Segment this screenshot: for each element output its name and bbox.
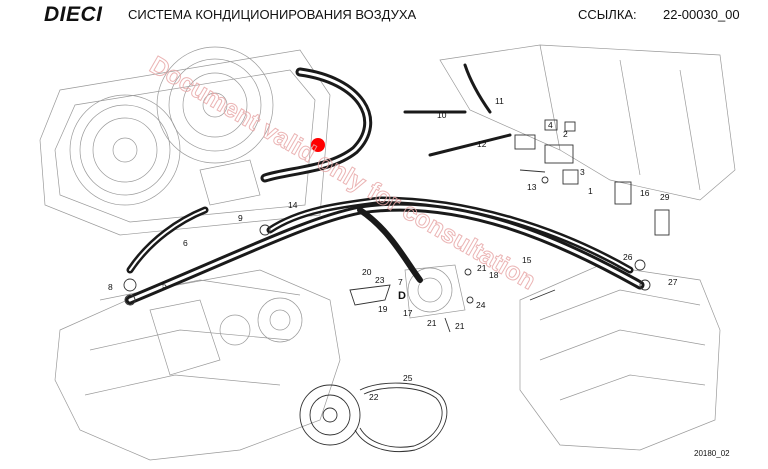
part-callouts: 1 2 3 4 5 6 7 8 9 10 11 12 13 14 15 16 1… <box>108 96 678 402</box>
callout-26: 26 <box>623 252 633 262</box>
callout-3: 3 <box>580 167 585 177</box>
callout-4: 4 <box>548 120 553 130</box>
callout-2: 2 <box>563 129 568 139</box>
callout-22: 22 <box>369 392 379 402</box>
callout-29: 29 <box>660 192 670 202</box>
reference-number: 22-00030_00 <box>663 7 740 22</box>
hose-lines <box>125 63 645 305</box>
callout-18: 18 <box>489 270 499 280</box>
callout-16: 16 <box>640 188 650 198</box>
callout-15: 15 <box>522 255 532 265</box>
page-title: СИСТЕМА КОНДИЦИОНИРОВАНИЯ ВОЗДУХА <box>128 7 417 22</box>
callout-7: 7 <box>398 277 403 287</box>
callout-6: 6 <box>183 238 188 248</box>
callout-10: 10 <box>437 110 447 120</box>
header-bar: DIECI СИСТЕМА КОНДИЦИОНИРОВАНИЯ ВОЗДУХА … <box>0 0 768 30</box>
callout-21-a: 21 <box>477 263 487 273</box>
callout-21-c: 21 <box>455 321 465 331</box>
callout-14: 14 <box>288 200 298 210</box>
background-linework <box>39 44 736 461</box>
callout-19: 19 <box>378 304 388 314</box>
location-marker <box>311 138 325 152</box>
callout-9: 9 <box>238 213 243 223</box>
drawing-number: 20180_02 <box>694 449 730 458</box>
callout-1: 1 <box>588 186 593 196</box>
callout-8: 8 <box>108 282 113 292</box>
callout-5: 5 <box>162 280 167 290</box>
reference-label: ССЫЛКА: <box>578 7 637 22</box>
callout-d: D <box>398 290 406 302</box>
callout-12: 12 <box>477 139 487 149</box>
callout-27: 27 <box>668 277 678 287</box>
callout-13: 13 <box>527 182 537 192</box>
callout-24: 24 <box>476 300 486 310</box>
small-parts <box>123 119 670 453</box>
callout-23: 23 <box>375 275 385 285</box>
dieci-logo: DIECI <box>44 3 103 26</box>
parts-diagram: 1 2 3 4 5 6 7 8 9 10 11 12 13 14 15 16 1… <box>39 44 736 461</box>
callout-21-b: 21 <box>427 318 437 328</box>
callout-25: 25 <box>403 373 413 383</box>
callout-20: 20 <box>362 267 372 277</box>
callout-11: 11 <box>495 96 504 106</box>
callout-17: 17 <box>403 308 413 318</box>
